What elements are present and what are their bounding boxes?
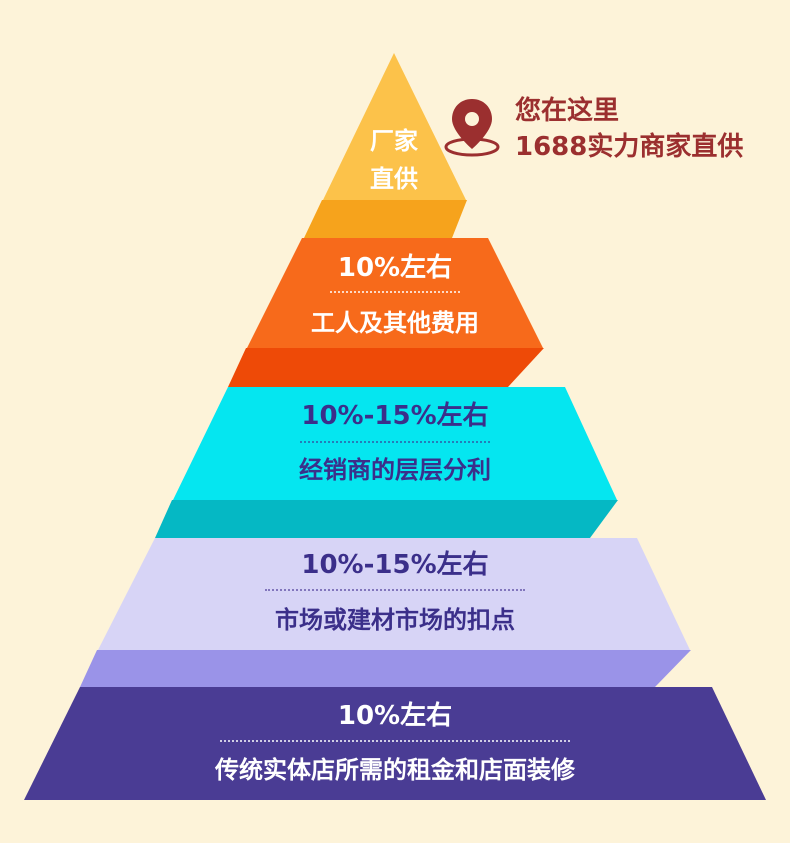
tier-1-description: 工人及其他费用 bbox=[311, 309, 479, 337]
you-are-here-callout: 您在这里 1688实力商家直供 bbox=[515, 93, 743, 165]
tier-3-face bbox=[98, 538, 690, 650]
tier-3-edge bbox=[80, 650, 691, 687]
tier-2-face bbox=[173, 387, 617, 500]
top-tier-label-line2: 直供 bbox=[370, 165, 418, 193]
tier-3-percent: 10%-15%左右 bbox=[301, 550, 489, 580]
tier-2-description: 经销商的层层分利 bbox=[299, 456, 491, 484]
tier-4-face bbox=[24, 687, 766, 800]
tier-2-edge bbox=[155, 500, 618, 538]
tier-2-divider bbox=[300, 441, 490, 443]
map-pin-icon bbox=[444, 99, 500, 157]
tier-1-percent: 10%左右 bbox=[337, 253, 453, 283]
tier-3-description: 市场或建材市场的扣点 bbox=[275, 606, 515, 634]
top-tier-edge bbox=[304, 200, 467, 238]
tier-4-percent: 10%左右 bbox=[337, 701, 453, 731]
tier-4-divider bbox=[220, 740, 570, 742]
tier-1-divider bbox=[330, 291, 460, 293]
tier-1-face bbox=[247, 238, 543, 348]
tier-4-description: 传统实体店所需的租金和店面装修 bbox=[215, 756, 575, 784]
tier-2-percent: 10%-15%左右 bbox=[301, 401, 489, 431]
top-tier-face bbox=[323, 53, 466, 200]
callout-line1: 您在这里 bbox=[515, 96, 620, 126]
callout-line2: 1688实力商家直供 bbox=[515, 132, 744, 162]
tier-1-edge bbox=[228, 348, 544, 387]
tier-3-divider bbox=[265, 589, 525, 591]
top-tier-label-line1: 厂家 bbox=[370, 127, 418, 155]
